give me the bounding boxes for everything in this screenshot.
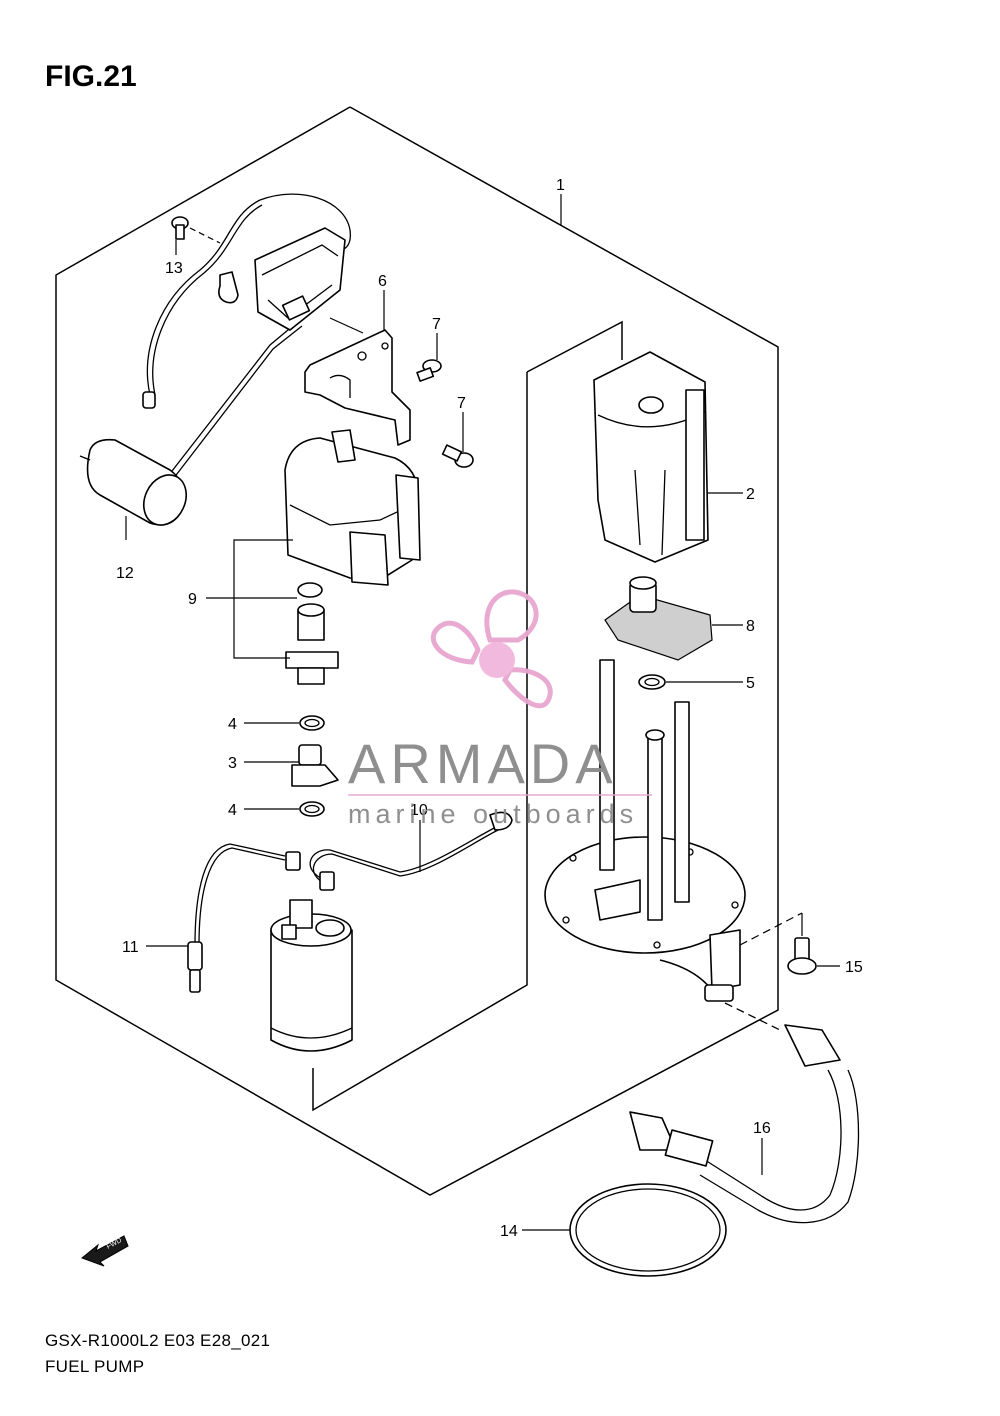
callout-5: 5 [746, 675, 755, 692]
callout-7-upper: 7 [432, 316, 441, 333]
callout-2: 2 [746, 486, 755, 503]
callout-4-upper: 4 [228, 716, 237, 733]
part-9-regulator-cover[interactable] [284, 429, 421, 586]
part-15-bolt[interactable] [739, 912, 817, 975]
callout-labels: 1 2 3 4 4 5 6 7 7 8 9 10 11 12 13 14 15 … [116, 177, 863, 1240]
callout-10: 10 [410, 802, 428, 819]
part-6-bracket[interactable] [304, 317, 411, 446]
part-9-bracket-lead [233, 539, 293, 659]
callout-15: 15 [845, 959, 863, 976]
part-1-base-plate[interactable] [544, 659, 746, 1002]
callout-8: 8 [746, 618, 755, 635]
callout-12: 12 [116, 565, 134, 582]
part-12-float-arm[interactable] [79, 319, 303, 532]
figure-title: FIG.21 [45, 60, 137, 93]
sender-wire [142, 193, 351, 409]
propeller-logo-icon [430, 589, 553, 709]
callout-11: 11 [122, 939, 139, 956]
callout-1: 1 [556, 177, 565, 194]
callout-13: 13 [165, 260, 183, 277]
part-9-regulator[interactable] [285, 582, 339, 685]
watermark-tagline: marine outboards [348, 799, 638, 829]
diagram-name: FUEL PUMP [45, 1357, 145, 1376]
fuel-pump-body[interactable] [270, 899, 353, 1052]
part-3-fitting[interactable] [291, 744, 339, 787]
part-5-oring[interactable] [638, 674, 666, 690]
part-14-gasket[interactable] [569, 1183, 727, 1277]
part-7-bolt-lower[interactable] [441, 444, 474, 468]
part-8-filter[interactable] [604, 576, 713, 661]
sender-unit-housing[interactable] [254, 227, 346, 331]
callout-9: 9 [188, 591, 197, 608]
callout-4-lower: 4 [228, 802, 237, 819]
part-13-screw[interactable] [171, 216, 221, 244]
part-4-seal-lower[interactable] [299, 801, 325, 817]
model-code: GSX-R1000L2 E03 E28_021 [45, 1331, 271, 1350]
part-4-seal-upper[interactable] [299, 715, 325, 731]
part-16-fuel-hose[interactable] [629, 1002, 860, 1224]
callout-leaders [125, 194, 840, 1231]
callout-14: 14 [500, 1223, 518, 1240]
callout-6: 6 [378, 273, 387, 290]
armada-watermark: ARMADA marine outboards [348, 589, 652, 829]
assembly-outline [55, 106, 779, 1196]
callout-16: 16 [753, 1120, 771, 1137]
callout-3: 3 [228, 755, 237, 772]
part-11-wire[interactable] [187, 843, 301, 993]
watermark-brand: ARMADA [348, 732, 618, 795]
forward-arrow-badge: FWD [80, 1235, 129, 1267]
callout-7-lower: 7 [457, 395, 466, 412]
part-2-pump-holder[interactable] [593, 351, 709, 563]
part-7-bolt-upper[interactable] [416, 359, 442, 382]
part-10-wire[interactable] [309, 811, 513, 891]
